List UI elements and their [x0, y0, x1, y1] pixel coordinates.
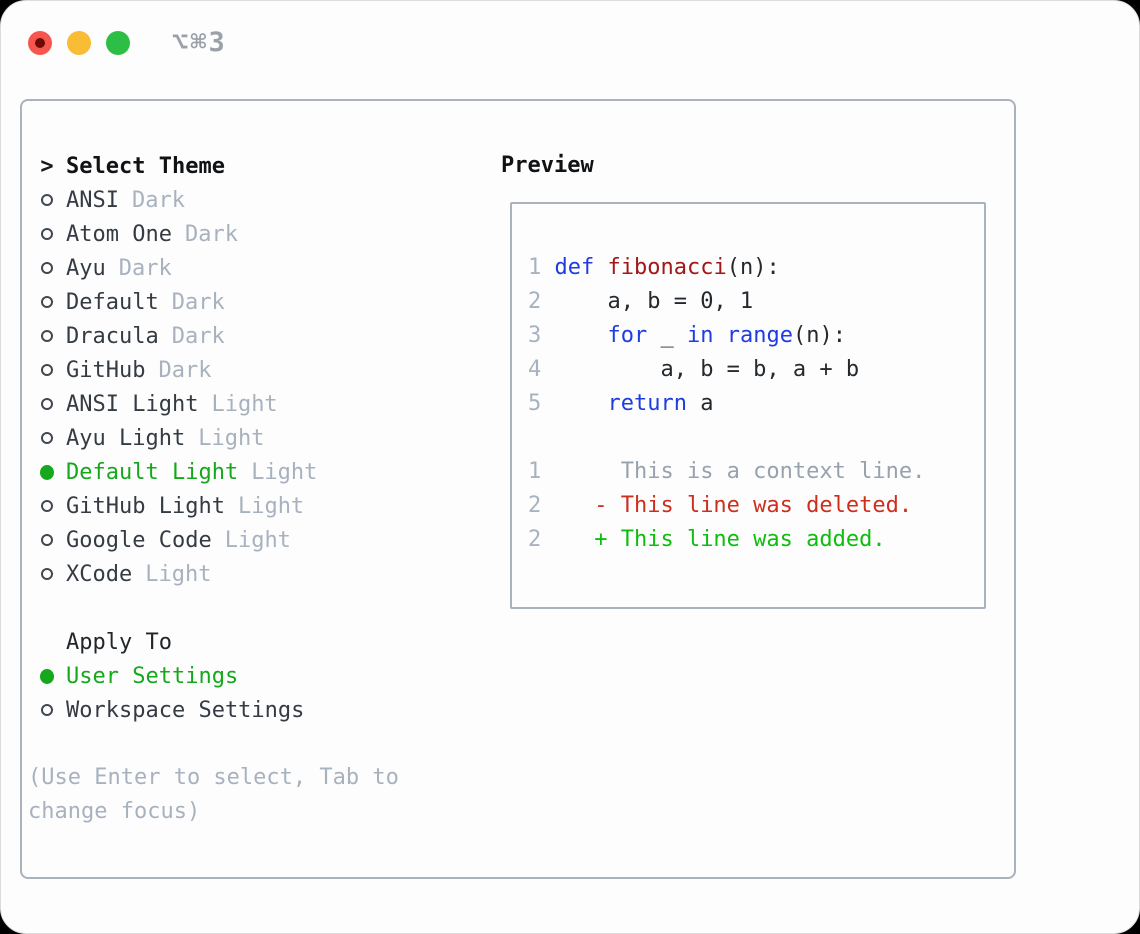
keyword-for: for	[607, 323, 648, 348]
keyword-def: def	[554, 255, 595, 280]
help-text: (Use Enter to select, Tab to change focu…	[28, 765, 399, 824]
theme-item-dracula-dark[interactable]: Dracula Dark	[27, 319, 477, 353]
preview-column: Preview 1 def fibonacci(n): 2 a, b = 0, …	[484, 101, 986, 609]
keyword-return: return	[607, 391, 687, 416]
spacer	[27, 727, 477, 761]
radio-icon	[40, 523, 54, 557]
minimize-button[interactable]	[67, 30, 91, 55]
code-line-2: 2 a, b = 0, 1	[528, 289, 754, 314]
radio-icon	[40, 285, 54, 319]
preview-title: Preview	[501, 153, 594, 178]
code-line-3: 3 for _ in range(n):	[528, 323, 846, 348]
radio-icon	[40, 387, 54, 421]
function-name: fibonacci	[607, 255, 727, 280]
radio-icon	[40, 489, 54, 523]
select-theme-header: > Select Theme	[27, 149, 477, 183]
theme-item-google-code-light[interactable]: Google Code Light	[27, 523, 477, 557]
diff-deleted-line: 2 - This line was deleted.	[528, 493, 913, 518]
window-shortcut-label: ⌥⌘3	[172, 27, 227, 58]
theme-item-xcode-light[interactable]: XCode Light	[27, 557, 477, 591]
theme-menu: > Select Theme ANSI Dark Atom One Dark A…	[27, 101, 477, 829]
titlebar: ⌥⌘3	[28, 27, 227, 58]
theme-item-default-dark[interactable]: Default Dark	[27, 285, 477, 319]
theme-item-github-dark[interactable]: GitHub Dark	[27, 353, 477, 387]
theme-item-ayu-dark[interactable]: Ayu Dark	[27, 251, 477, 285]
code-line-5: 5 return a	[528, 391, 714, 416]
theme-item-default-light[interactable]: Default Light Light	[27, 455, 477, 489]
apply-to-header: Apply To	[27, 625, 477, 659]
radio-icon	[40, 557, 54, 591]
zoom-button[interactable]	[106, 30, 130, 55]
radio-selected-icon	[40, 455, 54, 489]
close-button[interactable]	[28, 30, 52, 55]
theme-item-github-light[interactable]: GitHub Light Light	[27, 489, 477, 523]
radio-icon	[40, 693, 54, 727]
radio-icon	[40, 217, 54, 251]
radio-icon	[40, 319, 54, 353]
code-line-4: 4 a, b = b, a + b	[528, 357, 860, 382]
theme-item-ansi-dark[interactable]: ANSI Dark	[27, 183, 477, 217]
builtin-range: range	[726, 323, 793, 348]
radio-icon	[40, 353, 54, 387]
theme-item-atom-one-dark[interactable]: Atom One Dark	[27, 217, 477, 251]
theme-picker-panel: > Select Theme ANSI Dark Atom One Dark A…	[20, 99, 1016, 879]
radio-icon	[40, 183, 54, 217]
apply-to-user-settings[interactable]: User Settings	[27, 659, 477, 693]
keyword-in: in	[686, 323, 714, 348]
radio-icon	[40, 421, 54, 455]
cursor-chevron-icon: >	[40, 153, 54, 179]
diff-context-line: 1 This is a context line.	[528, 459, 926, 484]
apply-to-title: Apply To	[66, 629, 172, 655]
theme-item-ayu-light[interactable]: Ayu Light Light	[27, 421, 477, 455]
select-theme-title: Select Theme	[66, 153, 225, 179]
blank-line	[528, 421, 984, 455]
apply-to-workspace-settings[interactable]: Workspace Settings	[27, 693, 477, 727]
radio-icon	[40, 251, 54, 285]
diff-added-line: 2 + This line was added.	[528, 527, 886, 552]
code-line-1: 1 def fibonacci(n):	[528, 255, 780, 280]
preview-box: 1 def fibonacci(n): 2 a, b = 0, 1 3 for …	[510, 202, 986, 609]
spacer	[27, 591, 477, 625]
theme-item-ansi-light[interactable]: ANSI Light Light	[27, 387, 477, 421]
radio-selected-icon	[40, 659, 54, 693]
